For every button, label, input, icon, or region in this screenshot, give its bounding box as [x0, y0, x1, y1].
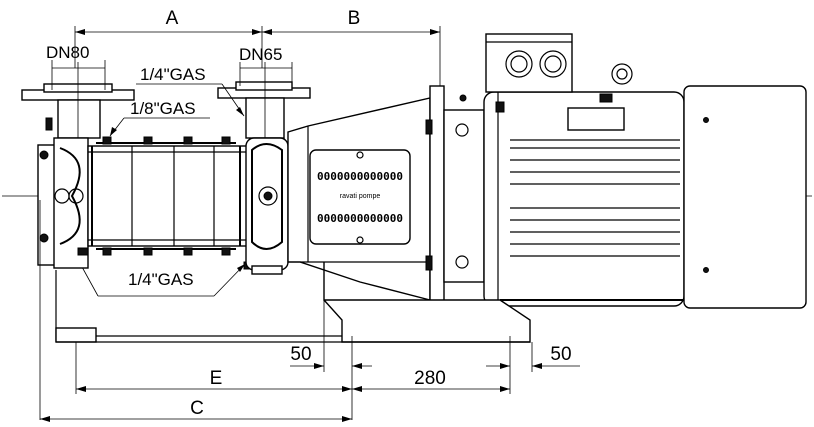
electric-motor [483, 33, 807, 309]
discharge-port-label: DN65 [239, 45, 282, 64]
bottom-gas-label: 1/4"GAS [128, 270, 194, 289]
nameplate-row-2: 0000000000000 [317, 212, 403, 225]
discharge-flange [217, 62, 311, 139]
dim-b-label: B [348, 8, 361, 29]
stage-gas-label: 1/8"GAS [130, 99, 196, 118]
dim-e-label: E [210, 368, 223, 389]
suction-port-label: DN80 [46, 43, 89, 62]
dim-c-label: C [190, 398, 204, 419]
dim-280-label: 280 [414, 368, 446, 389]
top-gas-label: 1/4"GAS [140, 65, 206, 84]
dim-50-right-label: 50 [550, 344, 571, 365]
lantern-bracket [287, 97, 431, 301]
motor-flange [425, 85, 485, 305]
nameplate-row-1: 0000000000000 [317, 170, 403, 183]
dim-50-left-label: 50 [290, 344, 311, 365]
discharge-head [245, 137, 289, 275]
pump-stages [77, 136, 253, 270]
pump-end-casing [37, 137, 89, 269]
bottom-dimensions [39, 200, 580, 422]
dim-a-label: A [166, 8, 179, 29]
nameplate-brand: ravati pompe [340, 193, 381, 200]
suction-flange [21, 60, 135, 139]
